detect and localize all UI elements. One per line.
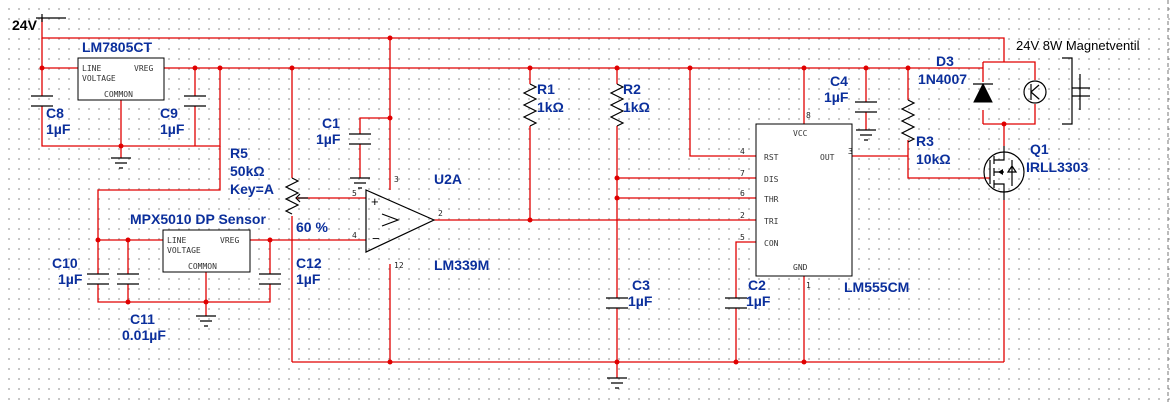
label-potentiometer-value: 50kΩ	[230, 163, 265, 179]
label-timer-labels-rst: RST	[764, 153, 779, 162]
mosfet-q1: Q1 IRLL3303	[983, 141, 1088, 200]
label-capacitors-c10-ref: C10	[52, 255, 78, 271]
label-comparator-part: LM339M	[434, 257, 489, 273]
label-resistors-r1-value: 1kΩ	[537, 99, 564, 115]
label-capacitors-c4-value: 1µF	[824, 89, 849, 105]
label-sensor-pin_voltage: VOLTAGE	[167, 246, 201, 255]
supply-24v: 24V	[12, 14, 66, 33]
label-regulator_main-pin_vreg: VREG	[134, 64, 153, 73]
load-label: 24V 8W Magnetventil	[1016, 38, 1140, 53]
label-timer-pins-con: 5	[740, 233, 745, 242]
label-timer-pins-dis: 7	[740, 169, 745, 178]
sensor-mpx5010: LINE VREG VOLTAGE COMMON MPX5010 DP Sens…	[130, 211, 266, 273]
label-capacitors-c8-ref: C8	[46, 105, 64, 121]
label-sensor-pin_line: LINE	[167, 236, 186, 245]
label-comparator-pin_minus: 4	[352, 231, 357, 240]
supply-label: 24V	[12, 17, 38, 33]
label-capacitors-c3-ref: C3	[632, 277, 650, 293]
ground-c1	[350, 177, 370, 189]
label-timer-pins-rst: 4	[740, 147, 745, 156]
label-timer-pins-thr: 6	[740, 189, 745, 198]
label-potentiometer-setting: 60 %	[296, 219, 328, 235]
label-capacitors-c2-value: 1µF	[746, 293, 771, 309]
label-capacitors-c4-ref: C4	[830, 73, 848, 89]
capacitor-c8: C8 1µF	[31, 95, 71, 137]
comparator-u2a: + − 3 5 4 2 12 U2A LM339M	[352, 171, 489, 273]
valve-coil: 24V 8W Magnetventil	[1016, 38, 1140, 125]
label-capacitors-c12-ref: C12	[296, 255, 322, 271]
label-capacitors-c12-value: 1µF	[296, 271, 321, 287]
diode-d3: D3 1N4007	[918, 53, 993, 103]
label-sensor-pin_vreg: VREG	[220, 236, 239, 245]
label-timer-labels-vcc: VCC	[793, 129, 808, 138]
label-comparator-ref: U2A	[434, 171, 462, 187]
label-regulator_main-pin_common: COMMON	[104, 90, 133, 99]
label-diode-ref: D3	[936, 53, 954, 69]
label-timer-labels-dis: DIS	[764, 175, 779, 184]
label-regulator_main-pin_voltage: VOLTAGE	[82, 74, 116, 83]
ground-regulator	[111, 157, 131, 169]
label-capacitors-c8-value: 1µF	[46, 121, 71, 137]
capacitor-c12: C12 1µF	[259, 255, 322, 287]
label-diode-part: 1N4007	[918, 71, 967, 87]
label-resistors-r2-value: 1kΩ	[623, 99, 650, 115]
capacitor-c1: C1 1µF	[316, 115, 371, 147]
sensor-ref: MPX5010 DP Sensor	[130, 211, 266, 227]
wires	[41, 18, 1036, 378]
regulator-lm7805: LINE VREG VOLTAGE COMMON LM7805CT	[77, 39, 165, 101]
label-capacitors-c9-value: 1µF	[160, 121, 185, 137]
label-comparator-pin_out: 2	[438, 209, 443, 218]
label-comparator-pin_vcc: 3	[394, 175, 399, 184]
svg-text:+: +	[371, 194, 379, 209]
label-potentiometer-key: Key=A	[230, 181, 274, 197]
label-capacitors-c11-ref: C11	[130, 311, 155, 327]
label-timer-pins-vcc: 8	[806, 111, 811, 120]
label-capacitors-c11-value: 0.01µF	[122, 327, 166, 343]
label-mosfet-ref: Q1	[1030, 141, 1049, 157]
junctions	[39, 35, 1007, 365]
capacitor-c4: C4 1µF	[824, 73, 877, 113]
label-resistors-r3-ref: R3	[916, 133, 934, 149]
label-resistors-r3-value: 10kΩ	[916, 151, 951, 167]
label-capacitors-c2-ref: C2	[748, 277, 766, 293]
label-comparator-pin_gnd: 12	[394, 261, 404, 270]
capacitor-c9: C9 1µF	[160, 95, 206, 137]
label-regulator_main-pin_line: LINE	[82, 64, 101, 73]
label-timer-labels-thr: THR	[764, 195, 779, 204]
label-timer-labels-gnd: GND	[793, 263, 808, 272]
label-timer-labels-tri: TRI	[764, 217, 779, 226]
capacitor-c2: C2 1µF	[725, 277, 771, 309]
ground-c4	[856, 129, 876, 141]
label-resistors-r2-ref: R2	[623, 81, 641, 97]
ground-sensor	[196, 315, 216, 327]
timer-lm555: VCC RST DIS THR TRI CON OUT GND 8 4 7 6 …	[740, 111, 909, 295]
label-timer-labels-con: CON	[764, 239, 779, 248]
ground-main	[607, 377, 627, 389]
label-sensor-pin_common: COMMON	[188, 262, 217, 271]
capacitor-c11: C11 0.01µF	[117, 273, 166, 343]
label-resistors-r1-ref: R1	[537, 81, 555, 97]
label-timer-part: LM555CM	[844, 279, 909, 295]
regulator-ref: LM7805CT	[82, 39, 152, 55]
label-timer-labels-out: OUT	[820, 153, 835, 162]
resistor-r3: R3 10kΩ	[900, 99, 951, 167]
svg-text:−: −	[372, 231, 380, 246]
label-capacitors-c3-value: 1µF	[628, 293, 653, 309]
label-capacitors-c1-ref: C1	[322, 115, 340, 131]
label-mosfet-part: IRLL3303	[1026, 159, 1088, 175]
label-potentiometer-ref: R5	[230, 145, 248, 161]
label-capacitors-c10-value: 1µF	[58, 271, 83, 287]
label-capacitors-c1-value: 1µF	[316, 131, 341, 147]
capacitor-c10: C10 1µF	[52, 255, 109, 287]
potentiometer-r5: R5 50kΩ Key=A 60 %	[230, 145, 328, 235]
label-timer-pins-out: 3	[848, 147, 853, 156]
label-capacitors-c9-ref: C9	[160, 105, 178, 121]
resistor-r1: R1 1kΩ	[522, 81, 564, 127]
label-timer-pins-tri: 2	[740, 211, 745, 220]
label-comparator-pin_plus: 5	[352, 189, 357, 198]
resistor-r2: R2 1kΩ	[609, 81, 650, 127]
label-timer-pins-gnd: 1	[806, 281, 811, 290]
capacitor-c3: C3 1µF	[606, 277, 653, 309]
